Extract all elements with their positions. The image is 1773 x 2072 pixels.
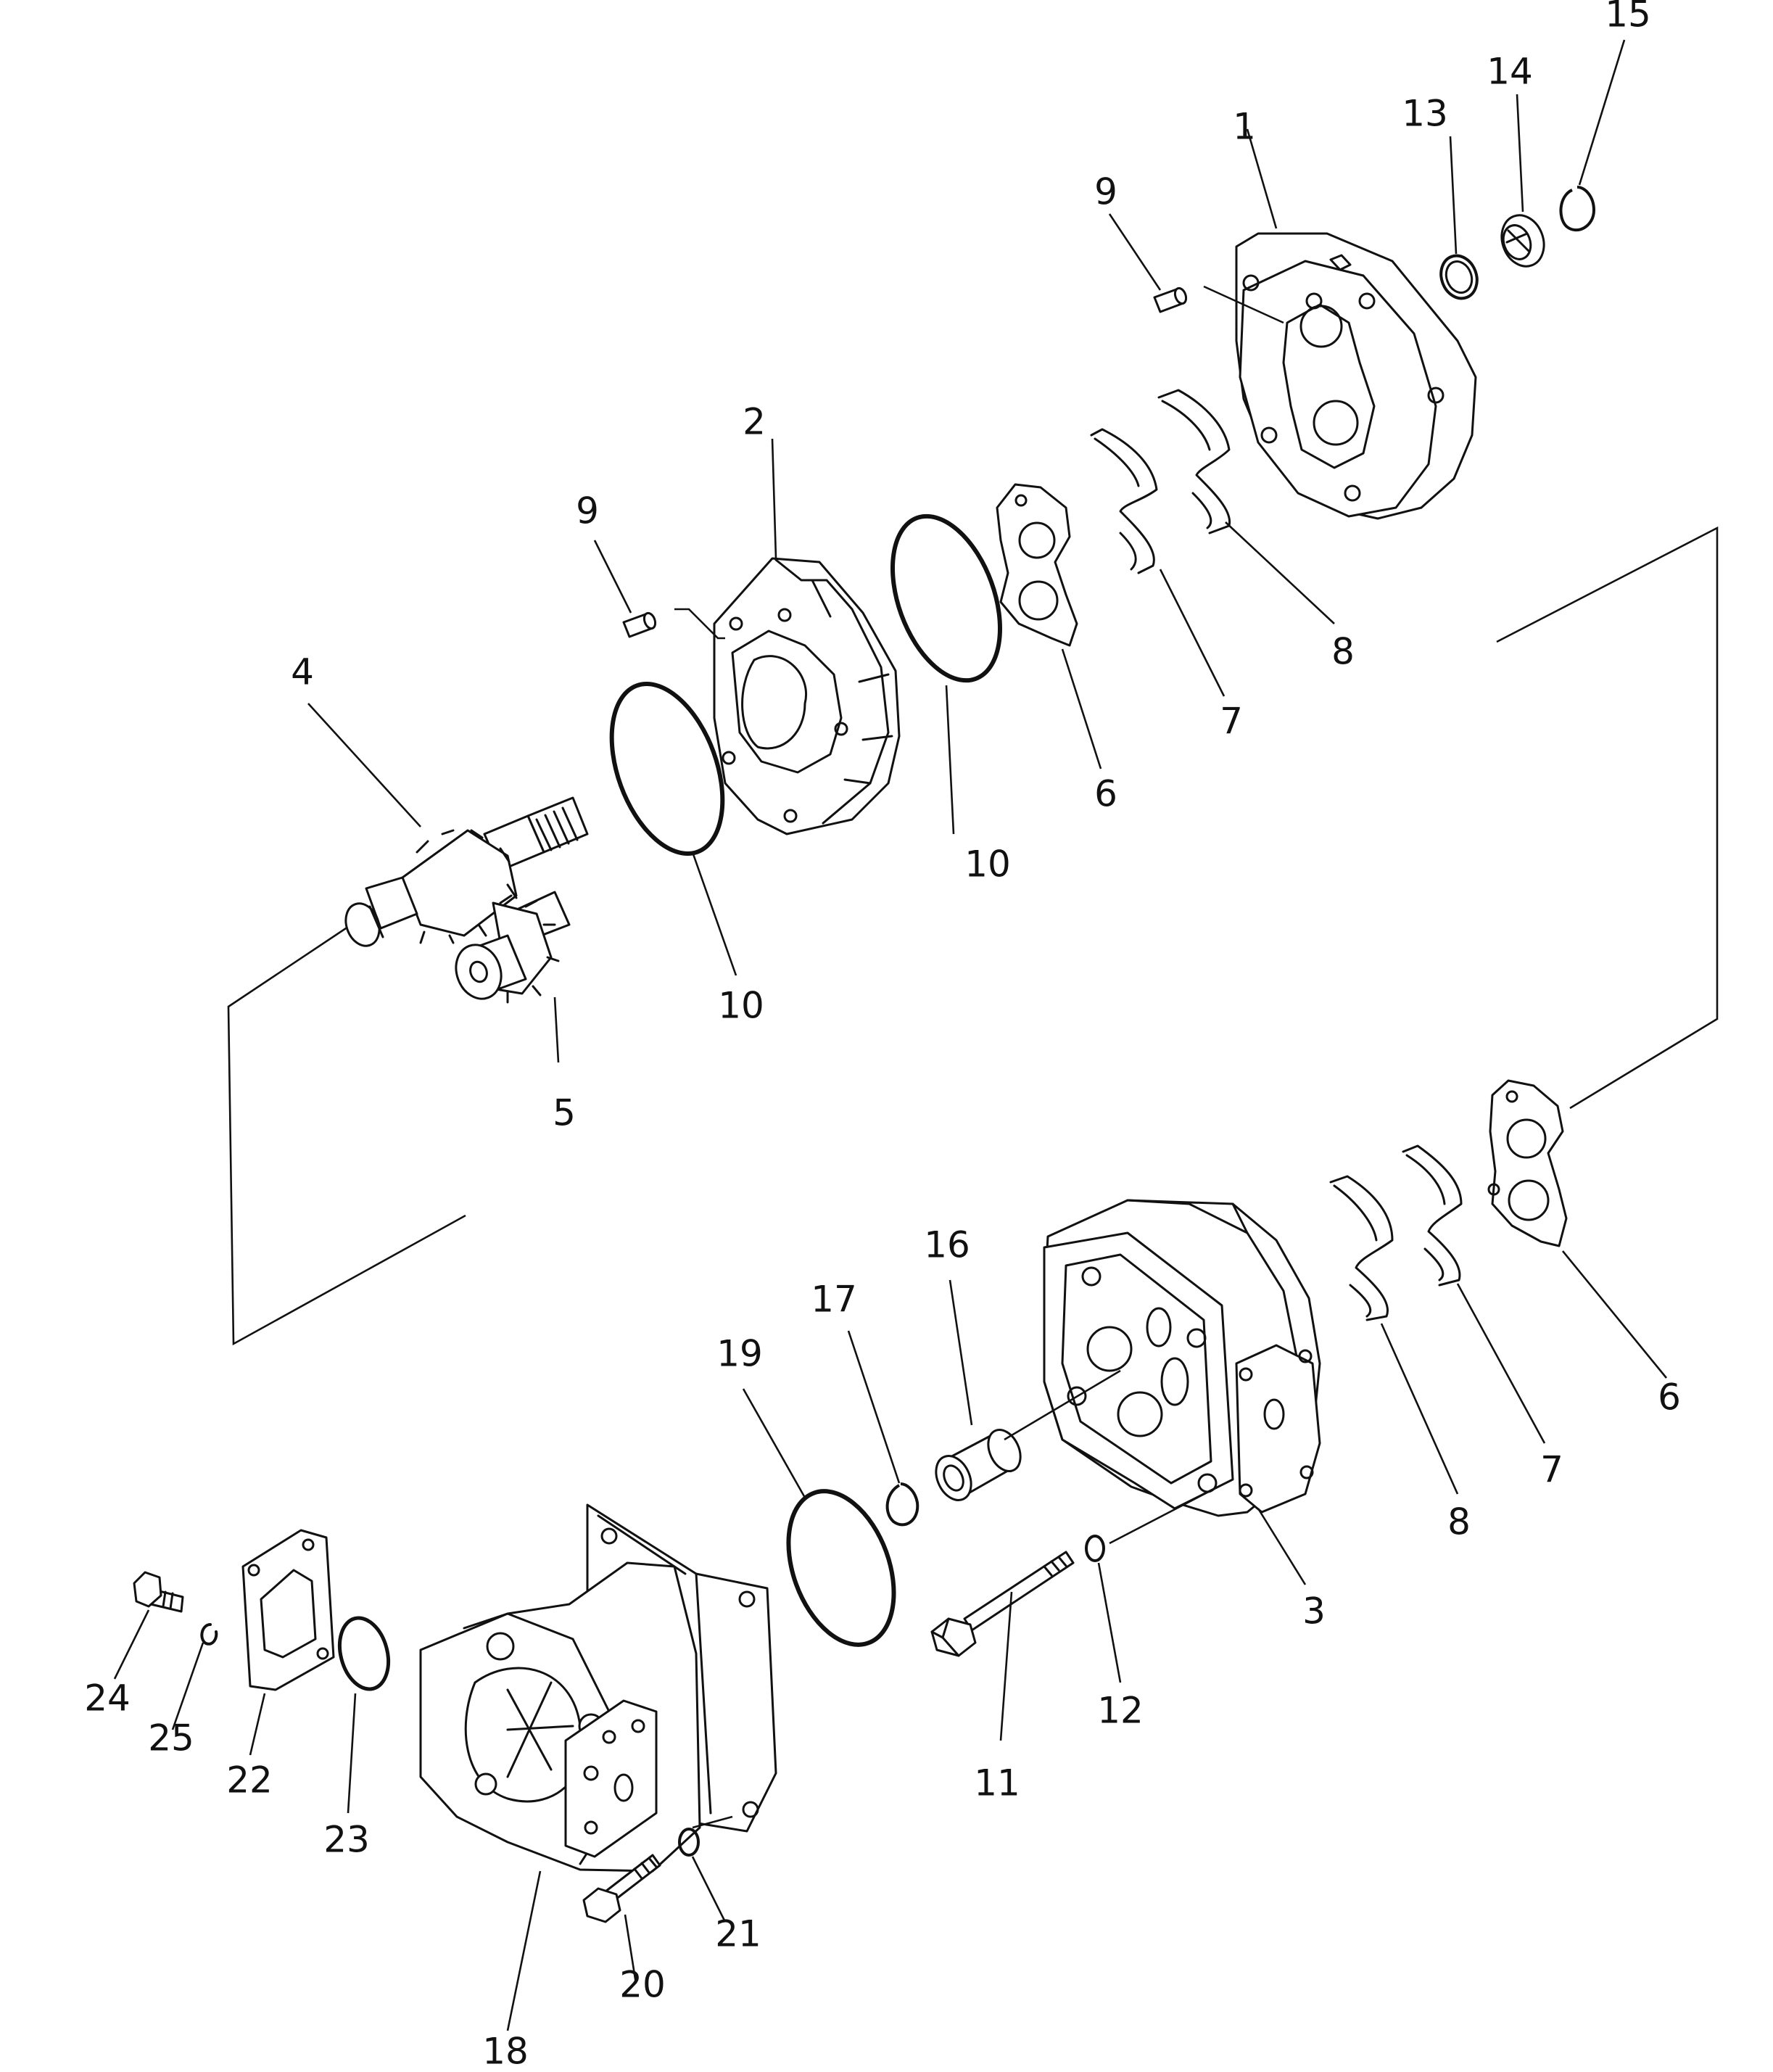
part-22-gasket [241,1529,335,1691]
callout-1: 1 [1233,106,1256,148]
callout-5: 5 [553,1092,576,1134]
callout-9-lower: 9 [576,490,599,532]
callout-10-lower: 10 [718,985,764,1027]
callout-23: 23 [323,1819,370,1861]
callout-3: 3 [1302,1590,1326,1633]
part-5-driven-gear [455,891,571,1004]
callout-19: 19 [716,1333,763,1375]
part-9-dowel-pin-lower [622,611,657,638]
part-10-o-ring-lower [609,682,725,856]
callout-16: 16 [924,1224,970,1266]
part-23-o-ring [337,1616,391,1691]
part-13-ring [1439,254,1479,300]
part-21-washer [678,1828,700,1857]
callout-12: 12 [1097,1690,1144,1732]
callout-25: 25 [148,1717,194,1759]
callout-7-lower: 7 [1540,1449,1563,1491]
callout-13: 13 [1402,93,1448,135]
part-8-spring-upper [1157,389,1231,534]
part-18-rear-housing [419,1503,777,1873]
callout-21: 21 [715,1913,761,1955]
part-2-gear-case [713,557,901,835]
part-15-snap-ring [1559,186,1596,232]
callout-22: 22 [226,1759,273,1801]
part-25-washer [200,1623,218,1646]
part-16-bushing [935,1429,1022,1501]
part-7-spring-upper [1090,428,1158,574]
callout-18: 18 [482,2031,529,2072]
callout-10-upper: 10 [964,843,1011,886]
callout-8-upper: 8 [1331,631,1355,673]
part-14-oil-seal [1500,214,1545,268]
part-9-dowel-pin-upper [1153,286,1188,313]
callout-9-upper: 9 [1094,171,1117,213]
callout-2: 2 [743,401,766,443]
leader-lines [113,39,1668,2031]
part-8-spring-lower [1329,1175,1394,1321]
callout-20: 20 [619,1964,666,2006]
callout-7-upper: 7 [1220,701,1243,743]
part-11-through-bolt [930,1551,1075,1657]
callout-14: 14 [1487,51,1533,93]
part-1-front-cover [1235,232,1477,520]
part-10-o-ring-upper [890,513,1002,683]
part-12-washer [1085,1535,1105,1562]
part-7-spring-lower [1402,1144,1463,1287]
callout-6-lower: 6 [1658,1376,1681,1419]
callout-6-upper: 6 [1094,773,1117,815]
callout-labels: 1 2 3 4 5 6 6 7 7 8 8 9 9 10 10 11 12 13… [84,0,1681,2072]
part-6-wear-plate-lower [1487,1079,1568,1247]
part-20-bolt [582,1854,661,1923]
part-4-drive-gear-shaft [344,796,589,947]
part-17-snap-ring [885,1482,919,1527]
callout-11: 11 [974,1762,1020,1804]
callout-17: 17 [811,1279,857,1321]
callout-15: 15 [1605,0,1651,36]
callout-4: 4 [291,651,314,693]
part-3-gear-case [1043,1199,1321,1517]
part-24-bolt [133,1571,184,1613]
assembly-connector-lines [227,526,1719,1346]
part-6-wear-plate-upper [996,483,1078,647]
part-19-o-ring [786,1489,896,1647]
callout-8-lower: 8 [1447,1501,1471,1543]
callout-24: 24 [84,1677,131,1720]
